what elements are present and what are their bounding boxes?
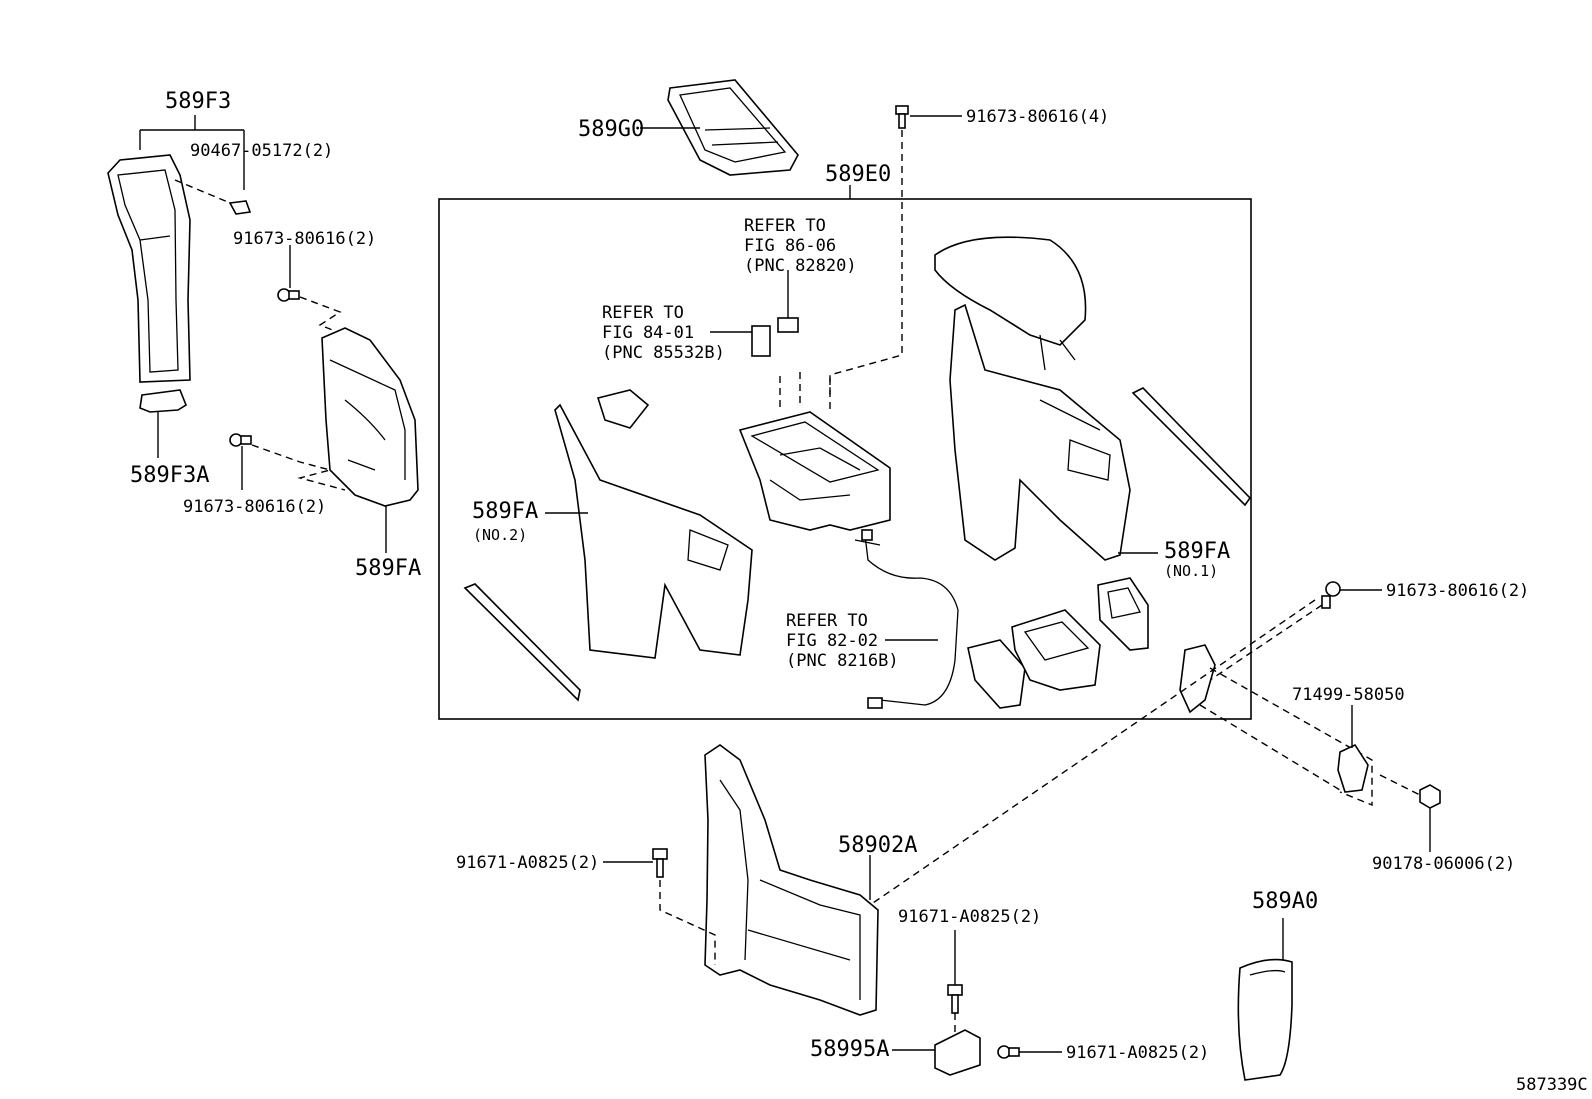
part-589G0-panel[interactable] [667, 79, 799, 176]
label-58902A: 58902A [838, 833, 917, 858]
label-589A0: 589A0 [1252, 889, 1318, 914]
part-589F3A-pad[interactable] [139, 389, 187, 413]
part-589F3-trim[interactable] [107, 154, 191, 383]
label-589FA-no1: 589FA [1164, 539, 1230, 564]
clip-90467[interactable] [228, 200, 252, 215]
ref3-line2: FIG 82-02 [786, 631, 878, 651]
label-91673-80616-a: 91673-80616(2) [233, 229, 376, 249]
label-589F3A: 589F3A [130, 463, 209, 488]
label-91671-A0825-left: 91671-A0825(2) [456, 853, 599, 873]
screw-91673-right[interactable] [1321, 581, 1341, 609]
label-91671-A0825-mid: 91671-A0825(2) [898, 907, 1041, 927]
small-bracket[interactable] [596, 389, 650, 429]
label-589FA-no2: 589FA [472, 499, 538, 524]
label-589E0: 589E0 [825, 162, 891, 187]
part-589FA-no2-panel[interactable] [554, 403, 753, 659]
screw-91673-top[interactable] [895, 105, 909, 129]
label-91673-80616-top: 91673-80616(4) [966, 107, 1109, 127]
screw-91671-bot[interactable] [997, 1045, 1020, 1059]
screw-91673-b[interactable] [229, 433, 252, 447]
label-91673-80616-right: 91673-80616(2) [1386, 581, 1529, 601]
part-58902A-frame[interactable] [704, 744, 879, 1016]
label-91673-80616-b: 91673-80616(2) [183, 497, 326, 517]
label-71499-58050: 71499-58050 [1292, 685, 1405, 705]
screw-91671-left[interactable] [652, 848, 668, 878]
label-90178-06006: 90178-06006(2) [1372, 854, 1515, 874]
label-589FA-no2-sub: (NO.2) [473, 526, 527, 544]
group-frame-589E0 [438, 198, 1252, 720]
diagram-id: 587339C [1516, 1075, 1588, 1095]
switch-85532B[interactable] [751, 325, 771, 357]
tray-small[interactable] [967, 639, 1026, 709]
part-589FA-no1-panel[interactable] [949, 303, 1131, 561]
switch-82820[interactable] [777, 317, 799, 333]
part-589A0-cover[interactable] [1237, 958, 1293, 1081]
ref2-line1: REFER TO [602, 303, 684, 323]
tray-center[interactable] [1011, 609, 1101, 691]
tray-right[interactable] [1097, 577, 1149, 651]
clip-71499[interactable] [1337, 743, 1369, 793]
label-589FA-no1-sub: (NO.1) [1164, 562, 1218, 580]
armrest-lid[interactable] [934, 236, 1087, 371]
label-589G0: 589G0 [578, 117, 644, 142]
wire-harness-8216B[interactable] [854, 529, 959, 709]
trim-strip-right[interactable] [1131, 387, 1252, 507]
console-box[interactable] [738, 411, 891, 531]
ref2-line3: (PNC 85532B) [602, 343, 725, 363]
nut-90178[interactable] [1419, 784, 1441, 809]
label-91671-A0825-bot: 91671-A0825(2) [1066, 1043, 1209, 1063]
screw-91671-mid[interactable] [947, 984, 963, 1014]
label-589F3: 589F3 [165, 89, 231, 114]
screw-91673-a[interactable] [277, 288, 300, 302]
ref2-line2: FIG 84-01 [602, 323, 694, 343]
bracket-71499[interactable] [1179, 644, 1216, 714]
ref3-line1: REFER TO [786, 611, 868, 631]
ref1-line3: (PNC 82820) [744, 256, 857, 276]
ref1-line1: REFER TO [744, 216, 826, 236]
part-589FA-left-panel[interactable] [321, 327, 419, 507]
ref3-line3: (PNC 8216B) [786, 651, 899, 671]
label-58995A: 58995A [810, 1037, 889, 1062]
bracket-58995A[interactable] [934, 1029, 981, 1076]
label-589FA-left: 589FA [355, 556, 421, 581]
ref1-line2: FIG 86-06 [744, 236, 836, 256]
trim-strip-left[interactable] [463, 583, 581, 702]
label-90467-05172: 90467-05172(2) [190, 141, 333, 161]
